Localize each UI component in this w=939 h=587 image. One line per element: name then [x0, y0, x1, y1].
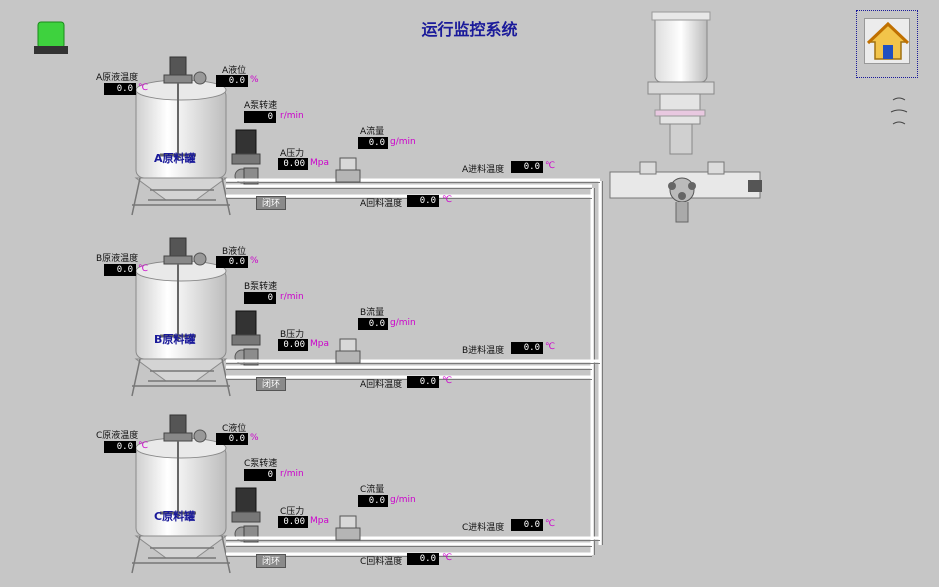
inlet-temp-unit: ℃	[545, 342, 556, 352]
inlet-temp-value: 0.0	[511, 519, 543, 531]
pressure-label: C压力	[280, 507, 305, 517]
tank-graphic-c	[131, 414, 600, 574]
pump-speed-label: A泵转速	[244, 101, 278, 111]
inlet-temp-label: C进料温度	[462, 523, 505, 533]
return-temp-value: 0.0	[407, 553, 439, 565]
return-temp-unit: ℃	[442, 195, 453, 205]
pump-speed-value: 0	[244, 469, 276, 481]
inlet-temp-label: A进料温度	[462, 165, 505, 175]
tank-name-label: C原料罐	[154, 510, 196, 523]
inlet-temp-value: 0.0	[511, 161, 543, 173]
flow-unit: g/min	[390, 137, 416, 147]
closed-loop-button[interactable]: 闭环	[256, 196, 286, 210]
flow-label: B流量	[360, 308, 385, 318]
liquid-temp-unit: ℃	[138, 83, 149, 93]
liquid-temp-label: A原液温度	[96, 73, 139, 83]
flow-unit: g/min	[390, 318, 416, 328]
return-temp-unit: ℃	[442, 553, 453, 563]
liquid-temp-label: B原液温度	[96, 254, 139, 264]
home-icon	[866, 21, 910, 60]
liquid-temp-unit: ℃	[138, 441, 149, 451]
pump-speed-value: 0	[244, 111, 276, 123]
green-status-light	[34, 21, 68, 54]
pump-speed-unit: r/min	[280, 111, 304, 121]
level-value: 0.0	[216, 75, 248, 87]
return-temp-unit: ℃	[442, 376, 453, 386]
page-title: 运行监控系统	[421, 20, 518, 39]
pump-speed-value: 0	[244, 292, 276, 304]
pump-speed-unit: r/min	[280, 292, 304, 302]
flow-label: C流量	[360, 485, 385, 495]
flow-unit: g/min	[390, 495, 416, 505]
inlet-temp-value: 0.0	[511, 342, 543, 354]
level-value: 0.0	[216, 256, 248, 268]
return-temp-label: A回料温度	[360, 380, 403, 390]
pressure-value: 0.00	[278, 158, 308, 170]
tank-graphic-b	[131, 237, 600, 397]
inlet-temp-unit: ℃	[545, 519, 556, 529]
return-temp-label: C回料温度	[360, 557, 403, 567]
level-label: C液位	[222, 424, 247, 434]
flow-label: A流量	[360, 127, 385, 137]
inlet-temp-label: B进料温度	[462, 346, 505, 356]
pressure-value: 0.00	[278, 516, 308, 528]
closed-loop-button[interactable]: 闭环	[256, 377, 286, 391]
swirl-icon	[890, 97, 908, 125]
tank-graphic-a	[131, 56, 600, 216]
level-label: A液位	[222, 66, 247, 76]
level-label: B液位	[222, 247, 247, 257]
level-unit: %	[250, 75, 259, 85]
flow-value: 0.0	[358, 495, 388, 507]
home-button[interactable]	[864, 18, 910, 64]
pump-speed-label: B泵转速	[244, 282, 278, 292]
pressure-label: B压力	[280, 330, 305, 340]
liquid-temp-label: C原液温度	[96, 431, 139, 441]
pump-speed-unit: r/min	[280, 469, 304, 479]
return-temp-label: A回料温度	[360, 199, 403, 209]
tank-name-label: A原料罐	[154, 152, 196, 165]
tank-name-label: B原料罐	[154, 333, 196, 346]
inlet-temp-unit: ℃	[545, 161, 556, 171]
level-value: 0.0	[216, 433, 248, 445]
level-unit: %	[250, 433, 259, 443]
level-unit: %	[250, 256, 259, 266]
return-temp-value: 0.0	[407, 195, 439, 207]
pressure-unit: Mpa	[310, 339, 329, 349]
pressure-unit: Mpa	[310, 158, 329, 168]
liquid-temp-unit: ℃	[138, 264, 149, 274]
dosing-valve-head	[609, 11, 762, 223]
liquid-temp-value: 0.0	[104, 83, 136, 95]
liquid-temp-value: 0.0	[104, 441, 136, 453]
pressure-label: A压力	[280, 149, 305, 159]
pressure-value: 0.00	[278, 339, 308, 351]
flow-value: 0.0	[358, 137, 388, 149]
return-temp-value: 0.0	[407, 376, 439, 388]
pump-speed-label: C泵转速	[244, 459, 278, 469]
closed-loop-button[interactable]: 闭环	[256, 554, 286, 568]
liquid-temp-value: 0.0	[104, 264, 136, 276]
flow-value: 0.0	[358, 318, 388, 330]
pressure-unit: Mpa	[310, 516, 329, 526]
home-frame	[856, 10, 918, 78]
